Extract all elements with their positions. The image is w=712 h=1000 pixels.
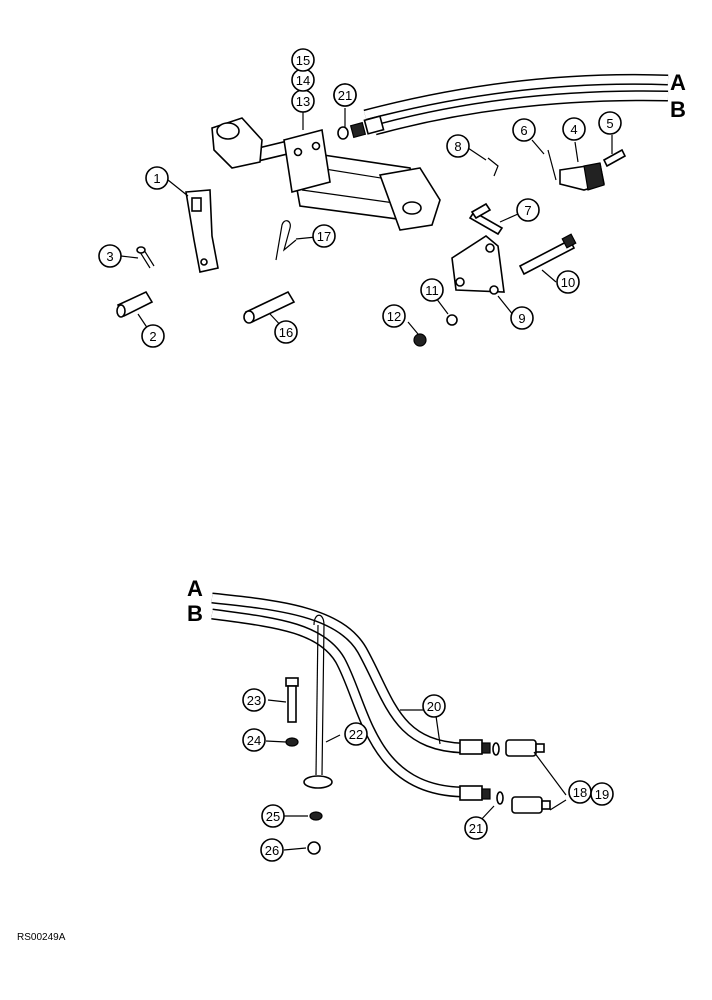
callout-label-7: 7 (524, 203, 531, 218)
lower-fittings (459, 739, 551, 814)
part-5-bolt (602, 148, 627, 168)
part-9-plate (451, 235, 505, 295)
callout-11: 11 (420, 278, 444, 302)
part-4-bracket (559, 162, 605, 191)
callout-label-21: 21 (469, 821, 483, 836)
part-17-hairpin (275, 220, 297, 261)
callout-1: 1 (145, 166, 169, 190)
callout-22: 22 (344, 722, 368, 746)
callout-label-23: 23 (247, 693, 261, 708)
callout-label-4: 4 (570, 122, 577, 137)
callout-label-9: 9 (518, 311, 525, 326)
callout-label-6: 6 (520, 123, 527, 138)
part-8-clip (487, 157, 499, 177)
callout-label-3: 3 (106, 249, 113, 264)
callout-label-19: 19 (595, 787, 609, 802)
drawing-code: RS00249A (17, 932, 66, 943)
callout-label-21: 21 (338, 88, 352, 103)
part-11-washer (446, 314, 458, 326)
callout-6: 6 (512, 118, 536, 142)
part-10-bolt (518, 233, 577, 276)
callout-2: 2 (141, 324, 165, 348)
part-7-lpin (468, 202, 504, 236)
part-24-washer (285, 737, 299, 747)
callout-label-12: 12 (387, 309, 401, 324)
callout-24: 24 (242, 728, 266, 752)
lower-hose-labels: A B (187, 576, 203, 626)
part-26-nut (307, 841, 321, 855)
callout-19: 19 (590, 782, 614, 806)
callout-label-8: 8 (454, 139, 461, 154)
label-b-lower: B (187, 601, 203, 626)
callout-20: 20 (422, 694, 446, 718)
part-6-pin (547, 149, 557, 181)
callout-label-20: 20 (427, 699, 441, 714)
callout-21: 21 (333, 83, 357, 107)
callout-label-5: 5 (606, 116, 613, 131)
callout-label-16: 16 (279, 325, 293, 340)
lower-hose-pair (211, 592, 463, 798)
callout-16: 16 (274, 320, 298, 344)
callout-4: 4 (562, 117, 586, 141)
part-3-cotter (136, 246, 155, 269)
label-a-lower: A (187, 576, 203, 601)
callout-15: 15 (291, 48, 315, 72)
callout-9: 9 (510, 306, 534, 330)
callout-group: 1234567891011121314151617181920212122232… (98, 48, 622, 862)
callout-label-17: 17 (317, 229, 331, 244)
callout-label-10: 10 (561, 275, 575, 290)
callout-label-11: 11 (425, 283, 439, 298)
hydraulic-cylinder (211, 117, 441, 231)
callout-label-22: 22 (349, 727, 363, 742)
callout-label-13: 13 (296, 94, 310, 109)
cylinder-fittings (337, 115, 385, 140)
part-25-washer (309, 811, 323, 821)
callout-label-26: 26 (265, 843, 279, 858)
callout-23: 23 (242, 688, 266, 712)
callout-5: 5 (598, 111, 622, 135)
callout-8: 8 (446, 134, 470, 158)
part-16-pin (243, 290, 296, 324)
callout-label-1: 1 (153, 171, 160, 186)
callout-21: 21 (464, 816, 488, 840)
callout-13: 13 (291, 89, 315, 113)
callout-14: 14 (291, 68, 315, 92)
callout-label-18: 18 (573, 785, 587, 800)
part-12-nut (413, 333, 427, 347)
callout-18: 18 (568, 780, 592, 804)
callout-10: 10 (556, 270, 580, 294)
lower-leader-lines (265, 699, 567, 851)
part-22-clamp (303, 614, 333, 789)
part-1-bracket (185, 189, 219, 273)
callout-17: 17 (312, 224, 336, 248)
upper-hose-pair (363, 73, 669, 136)
callout-label-24: 24 (247, 733, 261, 748)
part-23-bolt (285, 677, 299, 723)
callout-label-2: 2 (149, 329, 156, 344)
callout-3: 3 (98, 244, 122, 268)
callout-label-14: 14 (296, 73, 310, 88)
callout-25: 25 (261, 804, 285, 828)
callout-label-15: 15 (296, 53, 310, 68)
callout-label-25: 25 (266, 809, 280, 824)
upper-hose-labels: A B (670, 70, 686, 122)
callout-26: 26 (260, 838, 284, 862)
label-b-upper: B (670, 97, 686, 122)
label-a-upper: A (670, 70, 686, 95)
part-2-pin (116, 290, 154, 318)
callout-7: 7 (516, 198, 540, 222)
callout-12: 12 (382, 304, 406, 328)
